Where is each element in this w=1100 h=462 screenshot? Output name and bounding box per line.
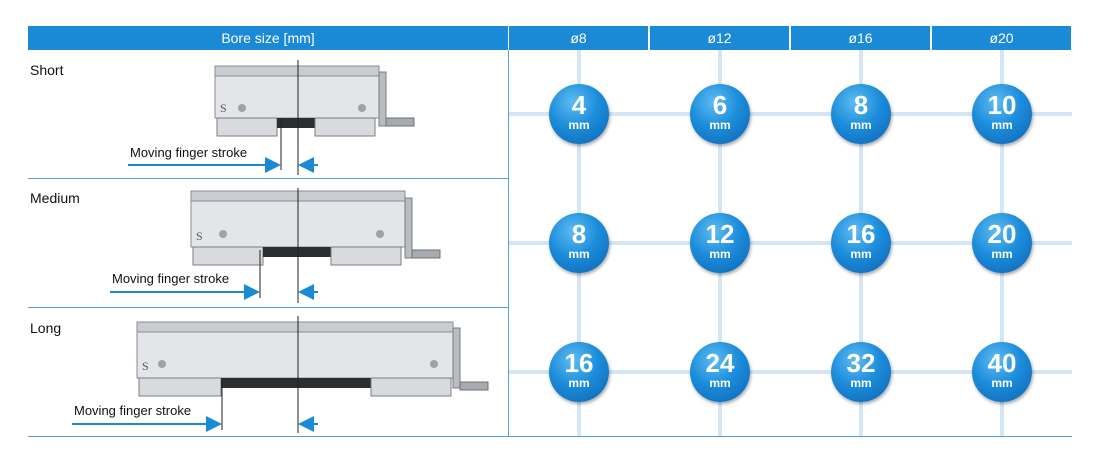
header-divider (508, 26, 509, 50)
grid-line-horizontal (509, 370, 1072, 374)
stroke-label-medium: Moving finger stroke (112, 271, 230, 286)
header-divider (931, 26, 932, 50)
svg-text:S: S (220, 101, 227, 115)
row-divider (28, 307, 508, 308)
header-bore-8: ø8 (509, 26, 648, 50)
row-label-short: Short (30, 62, 64, 78)
row-divider (28, 178, 508, 179)
svg-text:S: S (196, 229, 203, 243)
grid-line-horizontal (509, 112, 1072, 116)
header-bore-16: ø16 (791, 26, 930, 50)
header-divider (790, 26, 791, 50)
header-bore-20: ø20 (932, 26, 1071, 50)
header-bore-size: Bore size [mm] (28, 26, 508, 50)
stroke-label-long: Moving finger stroke (74, 403, 192, 418)
gripper-long-icon: S (136, 321, 489, 397)
gripper-short-icon: S (214, 65, 415, 137)
grid-line-horizontal (509, 241, 1072, 245)
header-bore-12: ø12 (650, 26, 789, 50)
stroke-label-short: Moving finger stroke (130, 145, 248, 160)
row-label-medium: Medium (30, 190, 80, 206)
column-divider (508, 50, 509, 437)
svg-text:S: S (142, 359, 149, 373)
row-label-long: Long (30, 320, 62, 336)
table-bottom-line (28, 436, 1072, 437)
header-divider (649, 26, 650, 50)
